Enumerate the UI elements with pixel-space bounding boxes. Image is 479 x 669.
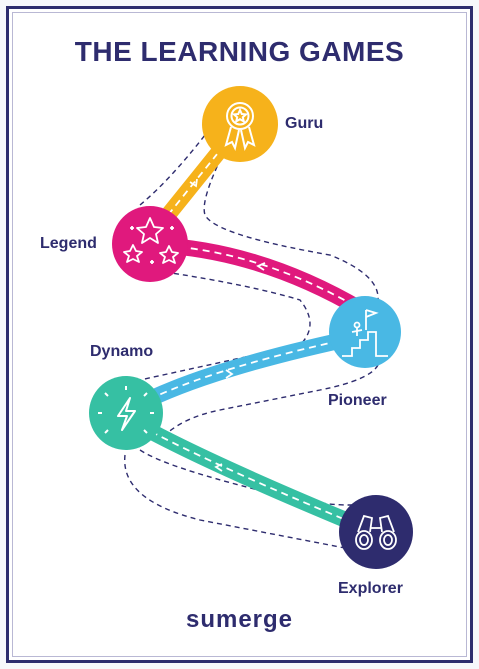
pioneer-badge [329,296,401,368]
brand-logo: sumerge [185,606,294,633]
direction-arrows [189,178,266,472]
stars-icon [123,217,179,264]
award-badge-icon [224,102,256,151]
summit-flag-icon [342,309,388,357]
path-segment-dynamo [122,412,378,538]
path-segment-pioneer [120,328,370,418]
binoculars-icon [355,514,397,550]
poster-inner-border [12,12,467,657]
lightning-bolt-icon [98,386,154,434]
explorer-badge [339,495,413,569]
poster-title: THE LEARNING GAMES [74,36,405,67]
dynamo-badge [89,376,163,450]
label-dynamo: Dynamo [90,343,154,360]
label-legend: Legend [40,235,97,252]
legend-badge [112,206,188,282]
label-pioneer: Pioneer [328,392,387,409]
label-guru: Guru [285,115,324,132]
label-explorer: Explorer [338,580,403,597]
guru-badge [202,86,278,162]
